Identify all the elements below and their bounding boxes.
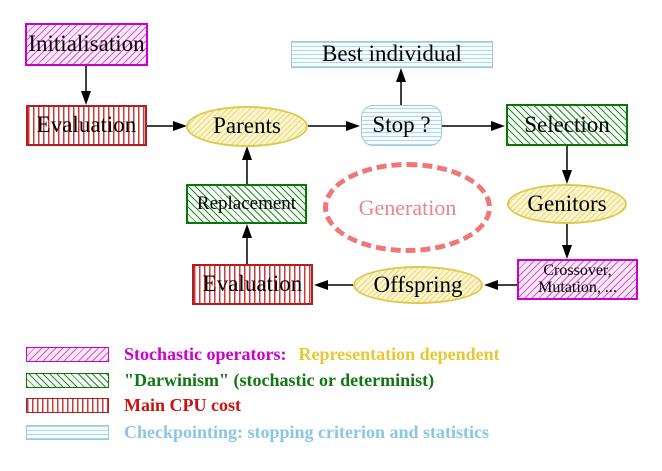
arrow-offspring-to-evaluation — [314, 280, 353, 290]
node-crossover-mutation: Crossover, Mutation, ... — [517, 259, 638, 300]
legend-swatch-red-stripes — [26, 397, 109, 413]
node-replacement-label: Replacement — [196, 193, 297, 215]
arrow-genitors-to-crossover — [562, 224, 572, 259]
legend-row-darwinism: "Darwinism" (stochastic or determinist) — [26, 370, 434, 390]
arrow-evaluation-to-replacement — [242, 224, 252, 264]
node-genitors-label: Genitors — [527, 190, 607, 216]
node-selection-label: Selection — [524, 111, 610, 137]
node-evaluation-bottom-label: Evaluation — [202, 271, 303, 297]
node-replacement: Replacement — [186, 184, 307, 224]
node-generation: Generation — [323, 162, 492, 253]
node-evaluation-bottom: Evaluation — [192, 264, 313, 305]
node-stop: Stop ? — [361, 105, 442, 146]
legend-row-stochastic: Stochastic operators: Representation dep… — [26, 344, 500, 364]
legend-swatch-cyan-stripes — [26, 424, 109, 440]
legend-swatch-magenta-hatch — [26, 346, 109, 362]
node-evaluation-top: Evaluation — [26, 105, 147, 146]
arrow-crossover-to-offspring — [484, 280, 517, 290]
arrow-replacement-to-parents — [242, 146, 252, 184]
legend-label-stochastic-operators: Stochastic operators: — [124, 343, 287, 364]
node-best-individual: Best individual — [291, 41, 493, 68]
node-parents-label: Parents — [213, 113, 281, 139]
node-crossover-line1: Crossover, — [543, 261, 612, 279]
arrow-stop-to-selection — [442, 121, 505, 131]
node-genitors: Genitors — [507, 184, 627, 224]
legend-label-darwinism: "Darwinism" (stochastic or determinist) — [124, 369, 435, 390]
node-selection: Selection — [506, 104, 628, 146]
node-initialisation-label: Initialisation — [28, 31, 145, 57]
legend-label-main-cpu-cost: Main CPU cost — [124, 394, 241, 415]
node-crossover-line2: Mutation, ... — [538, 278, 617, 296]
legend-label-checkpointing: Checkpointing: stopping criterion and st… — [124, 421, 490, 442]
arrow-selection-to-genitors — [562, 146, 572, 184]
node-parents: Parents — [186, 106, 308, 147]
node-best-individual-label: Best individual — [322, 41, 462, 67]
node-generation-label: Generation — [358, 194, 457, 220]
arrow-stop-to-best-individual — [396, 68, 406, 105]
legend-row-checkpointing: Checkpointing: stopping criterion and st… — [26, 422, 489, 442]
node-initialisation: Initialisation — [25, 23, 148, 66]
node-offspring-label: Offspring — [373, 271, 463, 297]
node-evaluation-top-label: Evaluation — [36, 112, 137, 138]
arrow-parents-to-stop — [308, 121, 360, 131]
arrow-evaluation-to-parents — [147, 121, 187, 131]
legend-label-representation-dependent: Representation dependent — [298, 343, 500, 364]
legend-swatch-green-hatch — [26, 372, 109, 388]
arrow-initialisation-to-evaluation — [81, 66, 91, 105]
node-stop-label: Stop ? — [372, 112, 431, 138]
legend-row-cpu-cost: Main CPU cost — [26, 395, 241, 415]
node-offspring: Offspring — [353, 266, 483, 304]
